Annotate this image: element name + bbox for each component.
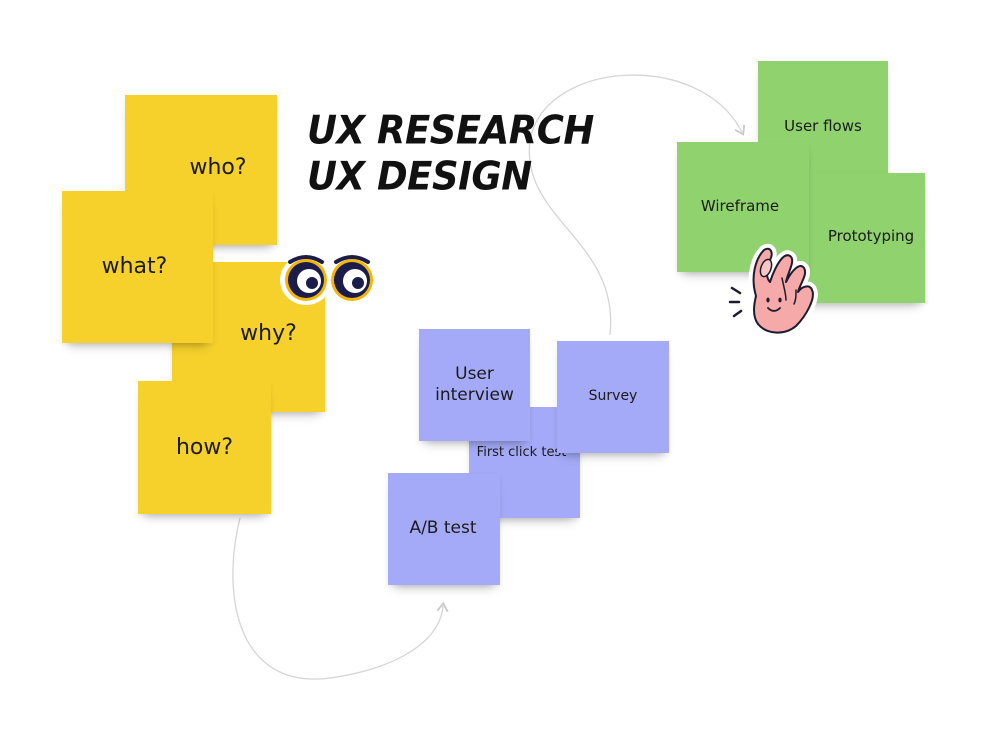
title-line-design: UX DESIGN bbox=[307, 154, 532, 200]
sticky-note-label: Prototyping bbox=[827, 226, 915, 245]
sticky-note-label: User interview bbox=[435, 363, 514, 405]
sticky-note-label: why? bbox=[240, 321, 297, 347]
sticky-note-wireframe[interactable]: Wireframe bbox=[677, 142, 809, 272]
board-title: UX RESEARCH UX DESIGN bbox=[307, 108, 594, 200]
connector-questions-to-research[interactable] bbox=[232, 517, 449, 680]
sticky-note-label: Wireframe bbox=[700, 196, 780, 215]
sticky-note-label: who? bbox=[189, 155, 247, 181]
sticky-note-prototyping[interactable]: Prototyping bbox=[795, 173, 925, 303]
sticky-note-user-interview[interactable]: User interview bbox=[419, 329, 530, 441]
title-line-research: UX RESEARCH bbox=[307, 107, 594, 153]
sticky-note-survey[interactable]: Survey bbox=[557, 341, 669, 453]
sticky-note-ab-test[interactable]: A/B test bbox=[388, 473, 500, 585]
sticky-note-label: how? bbox=[175, 434, 234, 460]
sticky-note-how[interactable]: how? bbox=[138, 381, 271, 514]
connector-research-to-design[interactable] bbox=[528, 74, 746, 336]
sticky-note-label: A/B test bbox=[409, 518, 477, 539]
sticky-note-label: User flows bbox=[784, 117, 862, 135]
eyes-icon[interactable] bbox=[276, 252, 380, 308]
sticky-note-label: Survey bbox=[588, 388, 638, 405]
ok-hand-icon[interactable] bbox=[726, 238, 822, 338]
sticky-note-what[interactable]: what? bbox=[62, 191, 213, 343]
sticky-note-label: First click test bbox=[476, 445, 567, 461]
sticky-note-label: what? bbox=[101, 254, 168, 280]
